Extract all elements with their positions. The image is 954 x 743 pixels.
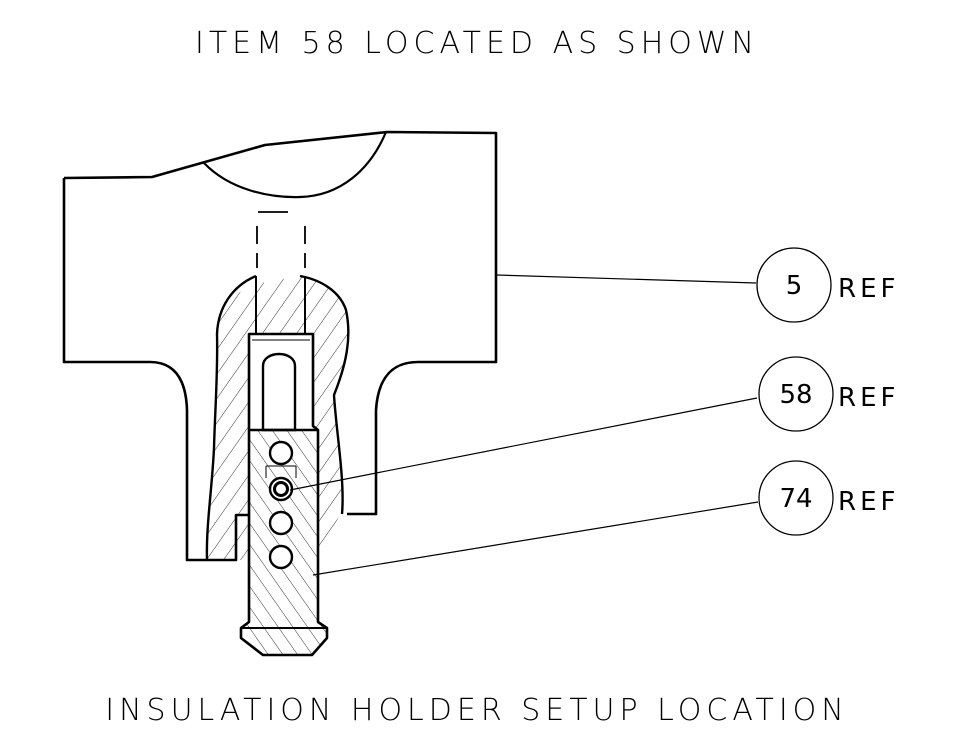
holder-hatch <box>241 430 327 655</box>
holder-slot <box>261 352 297 432</box>
callout-ref: REF <box>838 487 899 517</box>
set-screw-bracket <box>265 465 297 478</box>
drawing-title: ITEM 58 LOCATED AS SHOWN <box>195 26 759 61</box>
leader-5 <box>496 274 757 284</box>
callout-number: 58 <box>779 380 812 410</box>
callout-number: 74 <box>779 484 812 514</box>
callout-ref: REF <box>838 383 899 413</box>
leader-74 <box>312 501 759 576</box>
leader-58 <box>289 397 758 491</box>
hidden-bore <box>256 211 306 268</box>
callout-ref: REF <box>838 274 899 304</box>
callout-number: 5 <box>786 271 803 301</box>
callout-58: 58 REF <box>758 356 899 432</box>
callout-5: 5 REF <box>756 247 899 323</box>
callout-74: 74 REF <box>758 460 899 536</box>
body-outline <box>62 130 498 562</box>
set-screw <box>273 481 289 497</box>
drawing-caption: INSULATION HOLDER SETUP LOCATION <box>105 693 849 728</box>
top-arc <box>203 131 388 199</box>
